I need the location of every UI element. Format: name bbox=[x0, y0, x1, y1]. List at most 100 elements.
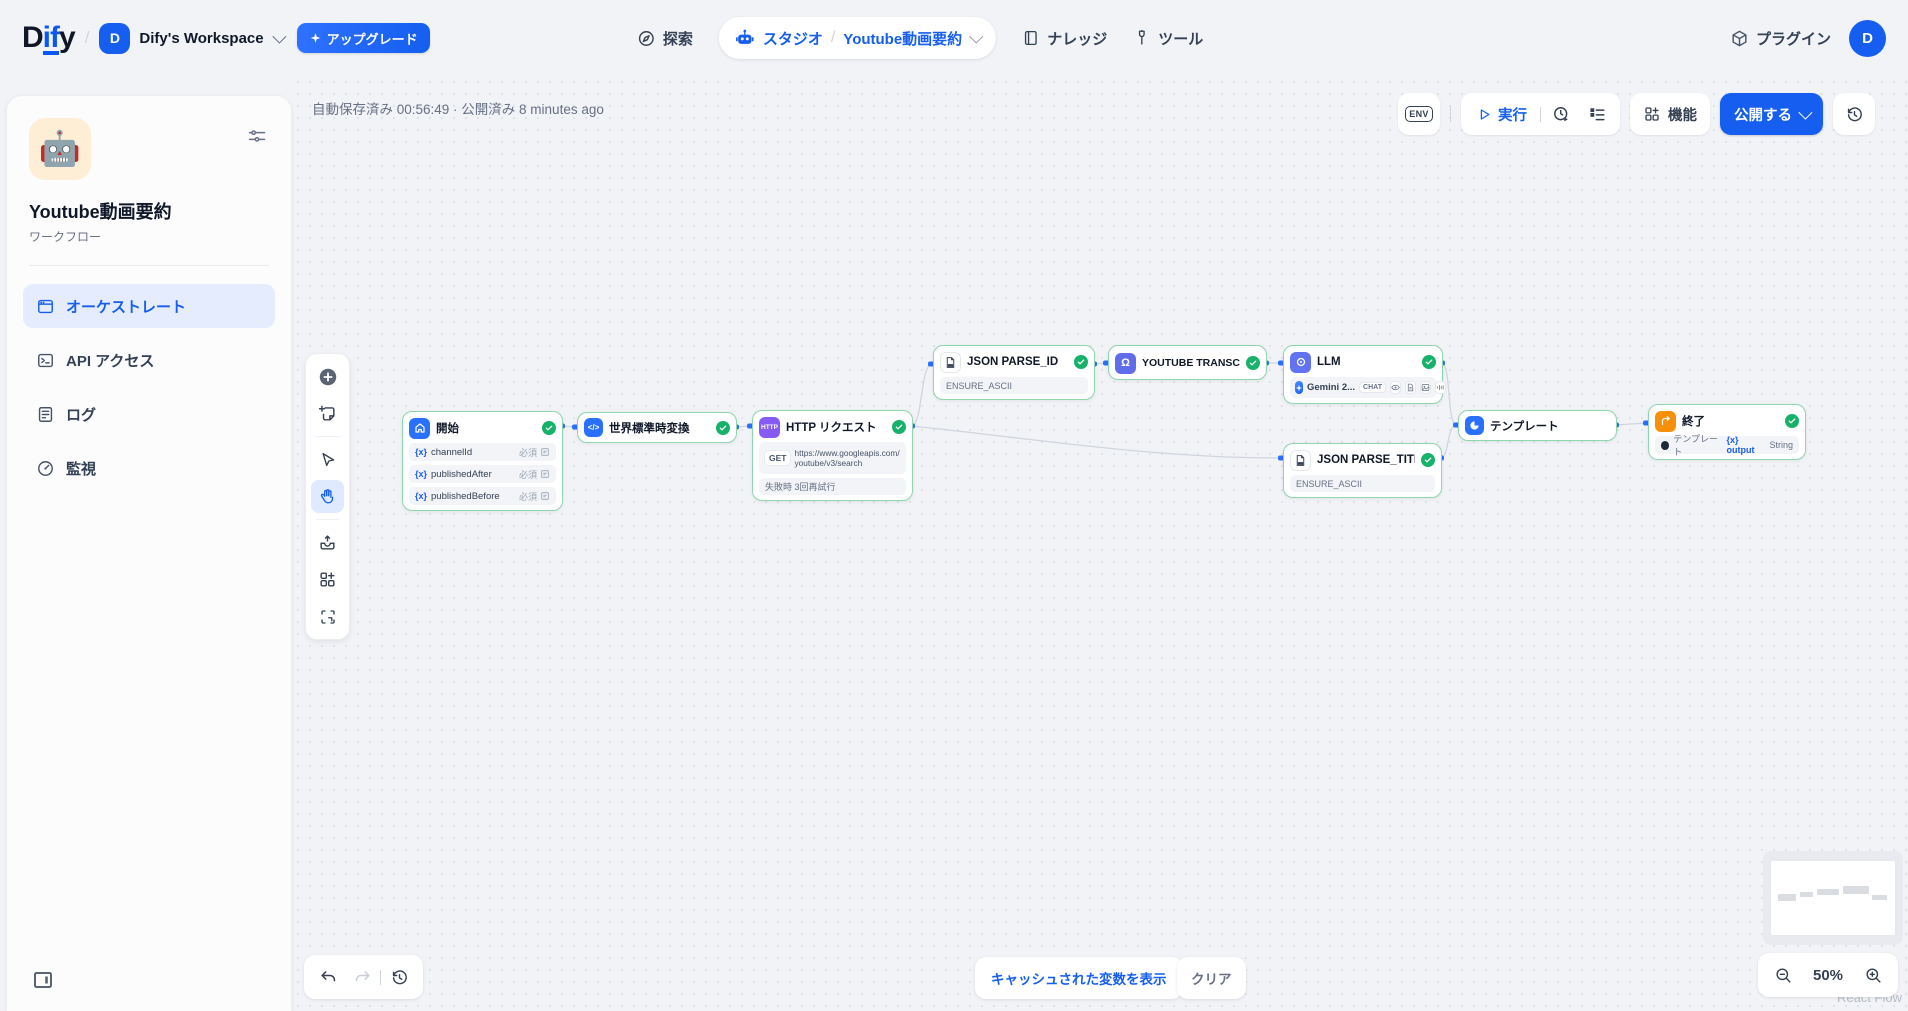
export-button[interactable] bbox=[311, 526, 344, 559]
add-note-button[interactable] bbox=[311, 397, 344, 430]
node-template[interactable]: テンプレート bbox=[1458, 410, 1617, 441]
upgrade-button[interactable]: アップグレード bbox=[296, 23, 430, 53]
publish-button[interactable]: 公開する bbox=[1720, 93, 1823, 135]
plugins-icon bbox=[1732, 30, 1747, 46]
end-icon bbox=[1655, 410, 1676, 432]
llm-model-row: Gemini 2... CHAT bbox=[1290, 377, 1446, 398]
sidebar-menu: オーケストレート API アクセス ログ 監視 bbox=[7, 266, 291, 508]
sidebar-item-label: オーケストレート bbox=[66, 298, 187, 316]
sidebar-item-monitoring[interactable]: 監視 bbox=[23, 446, 275, 490]
toolbar-divider bbox=[380, 969, 381, 985]
start-var-row: {x} channelId 必須 bbox=[409, 443, 556, 461]
node-end[interactable]: 終了 テンプレート {x} output String bbox=[1648, 404, 1806, 460]
change-history-button[interactable] bbox=[383, 961, 415, 993]
var-name: publishedAfter bbox=[431, 468, 492, 480]
node-youtube-transcripts[interactable]: Ω YOUTUBE TRANSCRIPTS API bbox=[1108, 345, 1267, 380]
upgrade-label: アップグレード bbox=[326, 31, 418, 47]
publish-label: 公開する bbox=[1734, 107, 1792, 124]
var-name: publishedBefore bbox=[431, 490, 500, 502]
main-nav: 探索 スタジオ / Youtube動画要約 ナレッジ ツール bbox=[637, 0, 1203, 76]
http-retry-row: 失敗時 3回再試行 bbox=[759, 478, 906, 495]
workspace-selector[interactable]: D Dify's Workspace bbox=[99, 22, 287, 54]
json-option-row: ENSURE_ASCII bbox=[1290, 475, 1435, 492]
required-label: 必須 bbox=[518, 491, 537, 502]
success-check-icon bbox=[1422, 355, 1436, 369]
vision-icon bbox=[1389, 381, 1401, 394]
features-label: 機能 bbox=[1668, 107, 1697, 124]
checklist-button[interactable] bbox=[1581, 98, 1613, 130]
sidebar-item-label: 監視 bbox=[66, 460, 97, 478]
nav-knowledge[interactable]: ナレッジ bbox=[1022, 28, 1107, 49]
sidebar-item-label: ログ bbox=[66, 406, 97, 424]
json-file-icon bbox=[940, 351, 961, 373]
nav-knowledge-label: ナレッジ bbox=[1047, 30, 1108, 48]
sidebar-item-orchestrate[interactable]: オーケストレート bbox=[23, 284, 275, 328]
fit-view-button[interactable] bbox=[311, 600, 344, 633]
variable-icon: {x} bbox=[1726, 435, 1739, 445]
node-title: 世界標準時変換 bbox=[609, 422, 690, 435]
nav-studio-pill[interactable]: スタジオ / Youtube動画要約 bbox=[718, 17, 997, 59]
add-node-button[interactable] bbox=[311, 360, 344, 393]
robot-icon bbox=[736, 29, 754, 44]
app-icon[interactable]: 🤖 bbox=[29, 118, 91, 180]
node-utc-convert[interactable]: </> 世界標準時変換 bbox=[577, 412, 737, 443]
nav-plugins-label: プラグイン bbox=[1755, 30, 1831, 48]
sidebar-divider bbox=[29, 265, 269, 266]
checklist-icon bbox=[1589, 107, 1605, 120]
variable-icon: {x} bbox=[415, 447, 428, 457]
clear-label: クリア bbox=[1191, 972, 1232, 987]
version-history-button[interactable] bbox=[1833, 93, 1875, 135]
collapse-sidebar-button[interactable] bbox=[31, 968, 55, 997]
features-button[interactable]: 機能 bbox=[1630, 93, 1710, 135]
node-title: JSON PARSE_ID bbox=[967, 356, 1059, 368]
run-group: 実行 bbox=[1461, 93, 1620, 135]
workspace-avatar: D bbox=[99, 22, 131, 54]
export-image-icon bbox=[320, 535, 335, 550]
option-label: ENSURE_ASCII bbox=[1296, 478, 1363, 489]
app-settings-button[interactable] bbox=[247, 126, 267, 151]
sidebar-item-logs[interactable]: ログ bbox=[23, 392, 275, 436]
sliders-icon bbox=[248, 130, 266, 142]
node-llm[interactable]: LLM Gemini 2... CHAT bbox=[1283, 345, 1446, 404]
option-label: ENSURE_ASCII bbox=[946, 380, 1013, 391]
log-icon bbox=[38, 406, 53, 422]
minimap[interactable] bbox=[1763, 851, 1903, 945]
show-cached-variables-button[interactable]: キャッシュされた変数を表示 bbox=[975, 957, 1183, 999]
env-variables-button[interactable]: ENV bbox=[1398, 93, 1440, 135]
pointer-mode-button[interactable] bbox=[311, 443, 344, 476]
cursor-icon bbox=[321, 452, 334, 466]
zoom-in-button[interactable] bbox=[1860, 959, 1886, 991]
success-check-icon bbox=[1246, 356, 1260, 370]
zoom-out-button[interactable] bbox=[1770, 959, 1796, 991]
organize-nodes-button[interactable] bbox=[311, 563, 344, 596]
nav-tools[interactable]: ツール bbox=[1133, 28, 1203, 49]
hand-mode-button[interactable] bbox=[311, 480, 344, 513]
nav-plugins[interactable]: プラグイン bbox=[1730, 28, 1831, 49]
run-button[interactable]: 実行 bbox=[1468, 104, 1536, 125]
zoom-out-icon bbox=[1775, 967, 1791, 983]
sidebar-item-label: API アクセス bbox=[66, 352, 155, 370]
workflow-canvas[interactable] bbox=[292, 76, 1908, 1011]
sidebar-item-api-access[interactable]: API アクセス bbox=[23, 338, 275, 382]
redo-button[interactable] bbox=[346, 961, 378, 993]
node-json-parse-id[interactable]: JSON PARSE_ID ENSURE_ASCII bbox=[933, 345, 1095, 400]
undo-button[interactable] bbox=[312, 961, 344, 993]
chevron-down-icon[interactable] bbox=[969, 29, 984, 44]
toolbar-divider bbox=[1540, 106, 1541, 122]
rail-divider bbox=[315, 519, 340, 520]
user-avatar[interactable]: D bbox=[1849, 19, 1886, 57]
node-json-parse-title[interactable]: JSON PARSE_TITLE ENSURE_ASCII bbox=[1283, 443, 1442, 498]
nav-explore-label: 探索 bbox=[662, 30, 693, 48]
node-http-request[interactable]: HTTP HTTP リクエスト GET https://www.googleap… bbox=[752, 410, 913, 501]
nav-explore[interactable]: 探索 bbox=[637, 28, 693, 49]
required-label: 必須 bbox=[518, 447, 537, 458]
field-type-icon bbox=[541, 492, 549, 500]
clear-button[interactable]: クリア bbox=[1177, 957, 1246, 999]
node-start[interactable]: 開始 {x} channelId 必須 {x} publishedAfter 必… bbox=[402, 411, 563, 511]
ref-node-name: テンプレート bbox=[1673, 434, 1718, 457]
zoom-level[interactable]: 50% bbox=[1812, 966, 1844, 984]
history-icon bbox=[392, 969, 407, 984]
run-history-button[interactable] bbox=[1545, 98, 1577, 130]
nav-current-app: Youtube動画要約 bbox=[843, 30, 963, 48]
